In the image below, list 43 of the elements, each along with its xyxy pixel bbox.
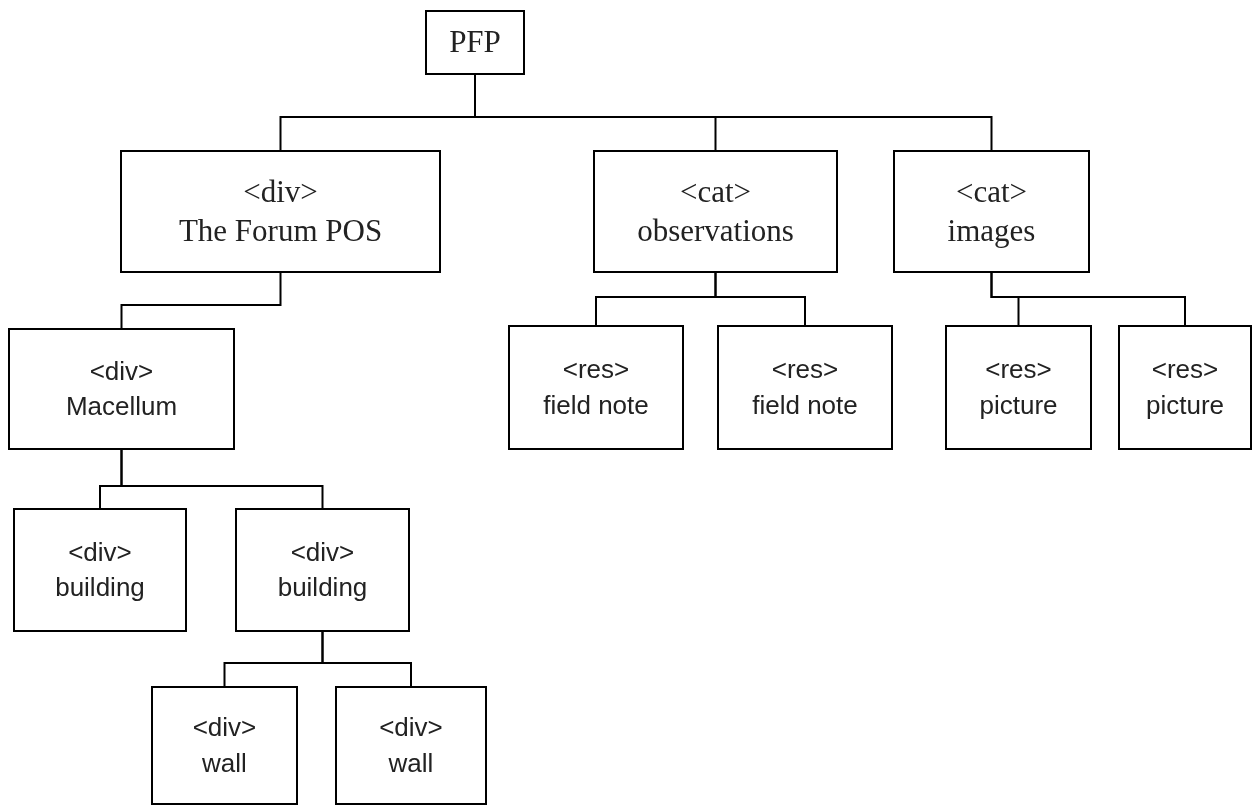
element-tag: <div>	[68, 534, 132, 570]
node-box	[1118, 325, 1252, 450]
node-label: building	[55, 571, 145, 604]
element-tag: <res>	[1151, 352, 1219, 388]
node-label: images	[947, 211, 1036, 250]
node-box	[13, 508, 187, 632]
node-box	[120, 150, 441, 273]
element-tag: <res>	[771, 352, 839, 388]
node-label: The Forum POS	[178, 211, 383, 250]
node-label: Macellum	[65, 390, 178, 423]
node-label: building	[277, 571, 368, 604]
element-tag: <div>	[379, 710, 443, 746]
element-tag: <cat>	[955, 172, 1028, 212]
node-box	[945, 325, 1092, 450]
node-box	[151, 686, 298, 805]
connector-line	[321, 631, 412, 687]
node-box	[8, 328, 235, 450]
element-tag: <div>	[192, 710, 257, 746]
node-label: observations	[637, 211, 794, 250]
node-box	[235, 508, 410, 632]
node-box	[335, 686, 487, 805]
element-tag: <div>	[290, 534, 355, 570]
node-label: PFP	[449, 23, 501, 62]
element-tag: <cat>	[679, 172, 752, 212]
node-label: picture	[1145, 388, 1224, 422]
node-label: field note	[543, 388, 649, 422]
node-box	[425, 10, 525, 75]
element-tag: <div>	[243, 172, 318, 212]
element-tag: <res>	[985, 352, 1052, 388]
node-label: field note	[752, 388, 858, 422]
node-box	[593, 150, 838, 273]
node-box	[508, 325, 684, 450]
node-box	[893, 150, 1090, 273]
connector-line	[714, 272, 806, 326]
connector-line	[120, 449, 324, 509]
element-tag: <res>	[562, 352, 630, 388]
element-tag: <div>	[89, 353, 154, 389]
node-box	[717, 325, 893, 450]
node-label: picture	[979, 388, 1058, 422]
connector-line	[120, 272, 282, 329]
node-label: wall	[388, 746, 434, 780]
node-label: wall	[202, 746, 247, 780]
connector-line	[990, 272, 1186, 326]
